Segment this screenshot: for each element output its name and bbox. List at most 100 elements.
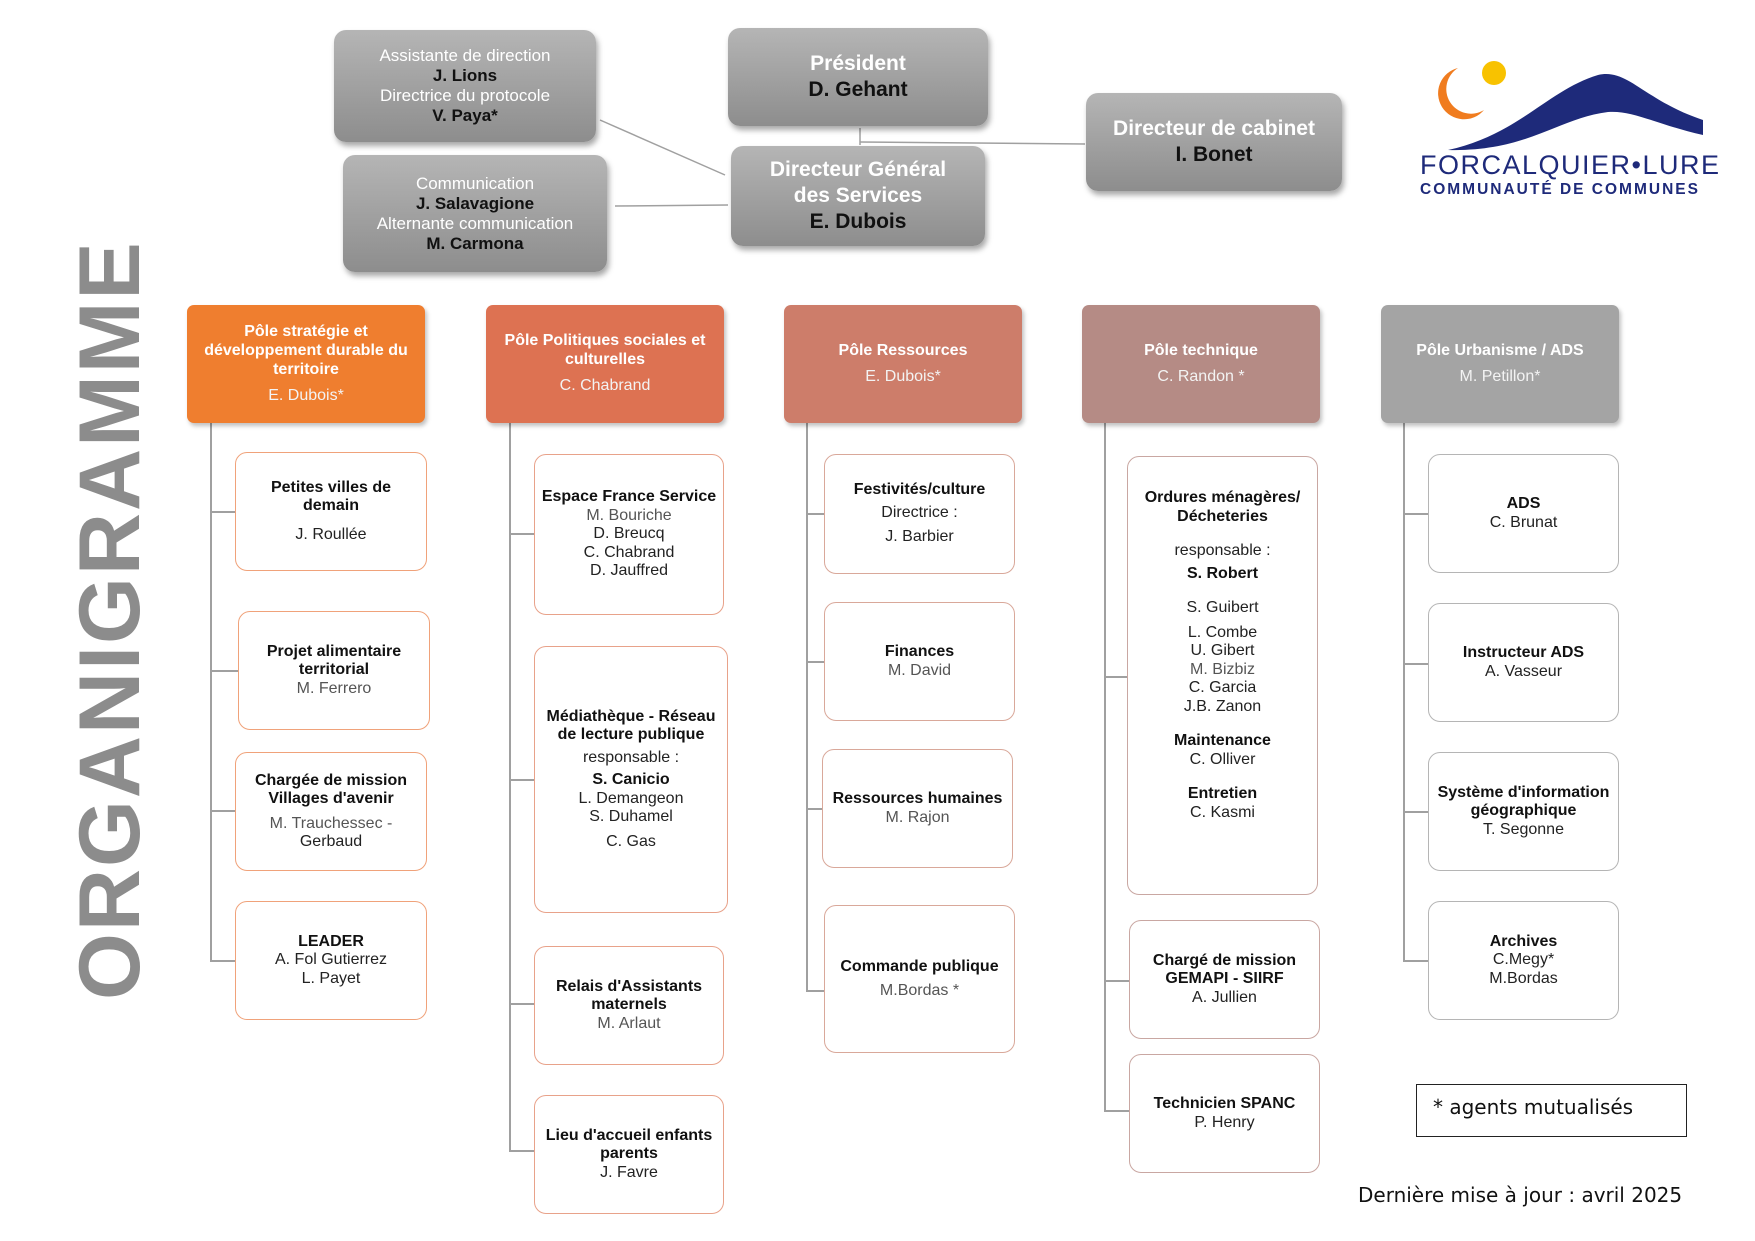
president-box: Président D. Gehant — [728, 28, 988, 126]
card-title: Technicien SPANC — [1153, 1095, 1296, 1112]
card-name: C. Gas — [606, 832, 656, 850]
card-title: Finances — [884, 643, 955, 660]
card-rh: Ressources humaines M. Rajon — [822, 749, 1013, 868]
card-instructeur-ads: Instructeur ADS A. Vasseur — [1428, 603, 1619, 722]
card-commande-publique: Commande publique M.Bordas * — [824, 905, 1015, 1053]
card-name: L. Payet — [301, 969, 361, 987]
card-title: Chargé de mission GEMAPI - SIIRF — [1152, 951, 1297, 988]
dgs-box: Directeur Général des Services E. Dubois — [731, 146, 985, 246]
card-ordures-menageres: Ordures ménagères/ Décheteries responsab… — [1127, 456, 1318, 895]
card-name: J. Roullée — [295, 525, 367, 543]
pole-title: Pôle technique — [1144, 341, 1258, 359]
card-name: M.Bordas * — [879, 982, 960, 999]
logo-mark-icon — [1417, 48, 1703, 151]
card-villages-avenir: Chargée de mission Villages d'avenir M. … — [235, 752, 427, 871]
card-leader: LEADER A. Fol Gutierrez L. Payet — [235, 901, 427, 1020]
card-name: M. Bizbiz — [1190, 660, 1255, 678]
cabinet-name: I. Bonet — [1175, 143, 1253, 166]
branch — [509, 533, 534, 535]
card-label: responsable : — [1174, 542, 1271, 559]
card-france-service: Espace France Service M. Bouriche D. Bre… — [534, 454, 724, 615]
branch — [1403, 960, 1428, 962]
branch — [806, 808, 822, 810]
card-lead: S. Canicio — [592, 771, 670, 789]
card-name: M. Bouriche — [586, 506, 672, 524]
logo-subtitle: COMMUNAUTÉ DE COMMUNES — [1420, 181, 1700, 198]
card-spanc: Technicien SPANC P. Henry — [1129, 1054, 1320, 1173]
card-name: P. Henry — [1194, 1113, 1255, 1131]
card-name: C. Chabrand — [583, 543, 675, 561]
card-name: T. Segonne — [1483, 820, 1564, 838]
card-name: J. Barbier — [885, 528, 954, 546]
branch — [806, 661, 824, 663]
branch — [1104, 1110, 1129, 1112]
trunk-line-1 — [210, 420, 212, 960]
pole-strategie: Pôle stratégie et développement durable … — [187, 305, 425, 423]
branch — [210, 960, 235, 962]
card-name: J.B. Zanon — [1183, 697, 1262, 715]
card-title: Instructeur ADS — [1462, 644, 1585, 661]
card-name: M. Ferrero — [296, 679, 372, 697]
card-title: Festivités/culture — [853, 481, 986, 499]
branch — [1403, 811, 1428, 813]
card-title: Ressources humaines — [832, 790, 1003, 807]
pole-head: E. Dubois* — [268, 386, 344, 404]
card-name: C.Megy* — [1492, 951, 1555, 969]
card-name: A. Vasseur — [1484, 662, 1563, 680]
pole-title: Pôle Politiques sociales et culturelles — [504, 332, 706, 368]
communication-name: J. Salavagione — [415, 193, 535, 213]
assistante-role: Assistante de direction — [379, 46, 551, 65]
communication-role: Communication — [415, 173, 535, 193]
branch — [806, 990, 824, 992]
card-lieu-accueil: Lieu d'accueil enfants parents J. Favre — [534, 1095, 724, 1214]
card-title: Chargée de mission Villages d'avenir — [254, 771, 408, 808]
card-gemapi: Chargé de mission GEMAPI - SIIRF A. Jull… — [1129, 920, 1320, 1039]
pole-technique: Pôle technique C. Randon * — [1082, 305, 1320, 423]
branch — [1104, 980, 1129, 982]
alternante-name: M. Carmona — [426, 233, 524, 253]
dgs-title-line2: des Services — [793, 184, 923, 207]
card-title: Ordures ménagères/ Décheteries — [1144, 489, 1301, 525]
president-name: D. Gehant — [808, 78, 908, 101]
branch — [1403, 513, 1428, 515]
card-name: C. Kasmi — [1190, 803, 1255, 821]
assistante-name: J. Lions — [432, 66, 498, 85]
card-name: C. Garcia — [1188, 679, 1257, 696]
vertical-title: ORGANIGRAMME — [62, 240, 158, 1000]
card-name: M. David — [887, 661, 952, 679]
card-title: Espace France Service — [541, 488, 717, 506]
card-title: Relais d'Assistants maternels — [555, 977, 703, 1014]
card-subtitle: Entretien — [1187, 785, 1258, 802]
branch — [210, 810, 235, 812]
assistante-box: Assistante de direction J. Lions Directr… — [334, 30, 596, 142]
card-title: LEADER — [298, 932, 364, 950]
branch — [806, 513, 824, 515]
card-title: Lieu d'accueil enfants parents — [545, 1126, 713, 1163]
card-title: Petites villes de demain — [270, 478, 392, 515]
dgs-title-line1: Directeur Général — [769, 158, 947, 181]
card-finances: Finances M. David — [824, 602, 1015, 721]
card-name: U. Gibert — [1190, 642, 1255, 659]
card-title: ADS — [1506, 495, 1541, 512]
branch — [210, 511, 235, 513]
trunk-line-2 — [509, 420, 511, 1150]
pole-title: Pôle stratégie et développement durable … — [204, 322, 408, 378]
card-name: J. Favre — [600, 1163, 658, 1181]
card-title: Commande publique — [840, 957, 999, 975]
pole-social: Pôle Politiques sociales et culturelles … — [486, 305, 724, 423]
card-name: M.Bordas — [1489, 969, 1558, 987]
trunk-line-4 — [1104, 420, 1106, 1110]
card-name: C. Olliver — [1189, 750, 1256, 768]
protocole-name: V. Paya* — [432, 106, 498, 125]
card-mediatheque: Médiathèque - Réseau de lecture publique… — [534, 646, 728, 913]
trunk-line-3 — [806, 420, 808, 990]
card-projet-alimentaire: Projet alimentaire territorial M. Ferrer… — [238, 611, 430, 730]
card-name: M. Rajon — [885, 808, 950, 826]
dgs-name: E. Dubois — [809, 210, 907, 233]
legend-box: * agents mutualisés — [1416, 1084, 1687, 1137]
branch — [509, 1003, 534, 1005]
card-relais: Relais d'Assistants maternels M. Arlaut — [534, 946, 724, 1065]
card-archives: Archives C.Megy* M.Bordas — [1428, 901, 1619, 1020]
cabinet-title: Directeur de cabinet — [1113, 117, 1315, 140]
alternante-role: Alternante communication — [376, 213, 574, 233]
